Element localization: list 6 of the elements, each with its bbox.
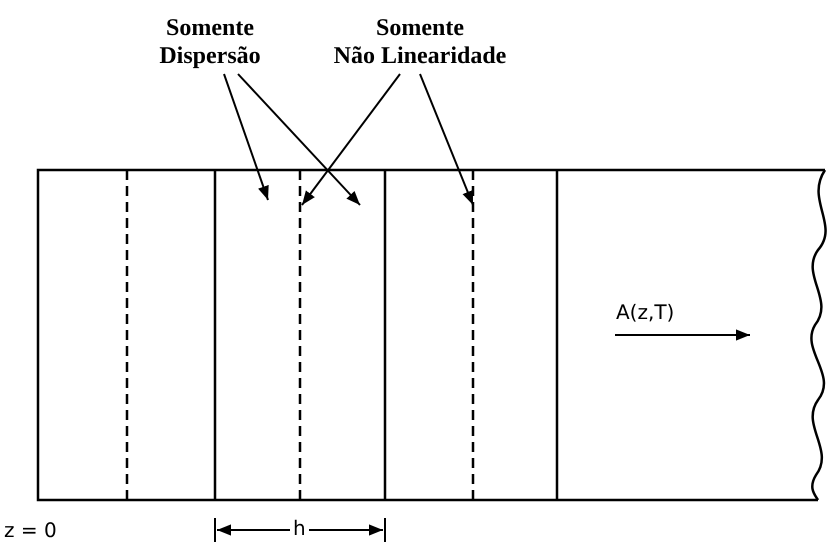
leader-line [237,73,361,206]
leader-line [419,74,474,206]
leader-line [301,73,401,206]
annotation-label: Somente Dispersão [130,14,290,70]
leader-line [223,74,269,200]
annotation-label: Somente Não Linearidade [300,14,540,70]
